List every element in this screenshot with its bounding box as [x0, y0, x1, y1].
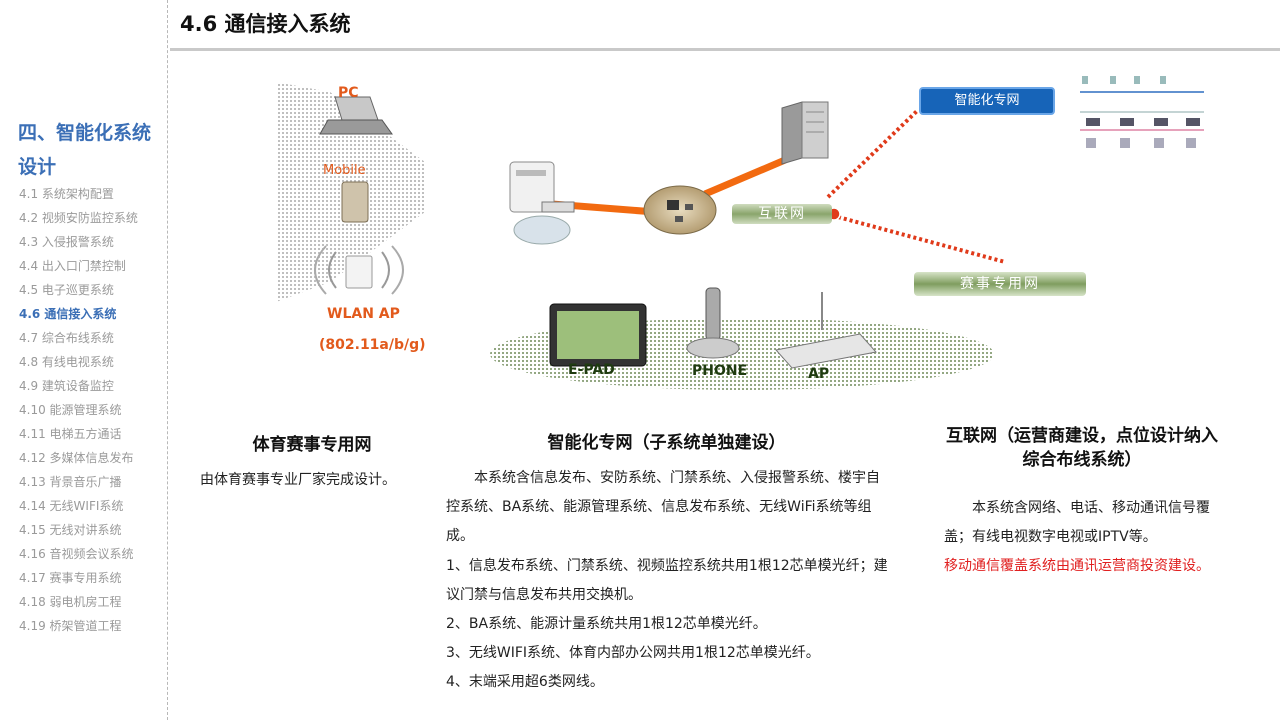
epad-icon [549, 303, 647, 367]
right-column-heading: 互联网（运营商建设，点位设计纳入综合布线系统） [946, 426, 1218, 470]
dotted-link [826, 108, 920, 199]
wlan-ap-label: WLAN AP [327, 306, 400, 322]
toc-item[interactable]: 4.17 赛事专用系统 [19, 571, 122, 585]
toc-item[interactable]: 4.15 无线对讲系统 [19, 523, 122, 537]
page-title: 4.6 通信接入系统 [180, 12, 351, 36]
toc-item[interactable]: 4.18 弱电机房工程 [19, 595, 122, 609]
toc-item[interactable]: 4.11 电梯五方通话 [19, 427, 122, 441]
toc-item[interactable]: 4.2 视频安防监控系统 [19, 211, 138, 225]
toc-list: 4.1 系统架构配置 4.2 视频安防监控系统 4.3 入侵报警系统 4.4 出… [19, 182, 138, 638]
toc-item[interactable]: 4.16 音视频会议系统 [19, 547, 134, 561]
dotted-link [837, 215, 1006, 264]
middle-item-2: 2、BA系统、能源计量系统共用1根12芯单模光纤。 [446, 616, 767, 633]
toc-item[interactable]: 4.12 多媒体信息发布 [19, 451, 134, 465]
left-column-text: 由体育赛事专业厂家完成设计。 [200, 472, 396, 488]
mobile-device-icon [341, 181, 369, 223]
toc-item[interactable]: 4.10 能源管理系统 [19, 403, 122, 417]
left-column-heading: 体育赛事专用网 [252, 435, 372, 455]
internet-pill: 互联网 [732, 204, 832, 224]
toc-item[interactable]: 4.8 有线电视系统 [19, 355, 114, 369]
middle-item-1: 1、信息发布系统、门禁系统、视频监控系统共用1根12芯单模光纤；建议门禁与信息发… [446, 557, 888, 603]
toc-item[interactable]: 4.7 综合布线系统 [19, 331, 114, 345]
right-column-note: 移动通信覆盖系统由通讯运营商投资建设。 [944, 558, 1210, 575]
topology-thumbnail [1076, 74, 1206, 156]
sidebar: 四、智能化系统设计 4.1 系统架构配置 4.2 视频安防监控系统 4.3 入侵… [0, 0, 168, 720]
toc-item[interactable]: 4.4 出入口门禁控制 [19, 259, 126, 273]
phone-icon [686, 287, 740, 359]
toc-item[interactable]: 4.19 桥架管道工程 [19, 619, 122, 633]
right-column-body: 本系统含网络、电话、移动通讯信号覆盖；有线电视数字电视或IPTV等。 移动通信覆… [944, 494, 1220, 582]
middle-column-body: 本系统含信息发布、安防系统、门禁系统、入侵报警系统、楼宇自控系统、BA系统、能源… [446, 464, 891, 698]
middle-item-4: 4、末端采用超6类网线。 [446, 674, 604, 691]
wlan-ap-icon [314, 245, 404, 295]
toc-item[interactable]: 4.9 建筑设备监控 [19, 379, 114, 393]
right-column-text: 本系统含网络、电话、移动通讯信号覆盖；有线电视数字电视或IPTV等。 [944, 500, 1210, 546]
epad-label: E-PAD [568, 362, 615, 378]
laptop-icon [319, 96, 393, 135]
middle-column-heading: 智能化专网（子系统单独建设） [547, 433, 786, 453]
toc-item[interactable]: 4.5 电子巡更系统 [19, 283, 114, 297]
network-hub-icon [643, 185, 717, 235]
event-network-pill: 赛事专用网 [914, 272, 1086, 296]
section-title: 四、智能化系统设计 [18, 122, 152, 178]
toc-item[interactable]: 4.1 系统架构配置 [19, 187, 114, 201]
server-icon [781, 101, 829, 165]
link-line [703, 156, 787, 198]
ap-label: AP [808, 366, 830, 382]
network-diagram: PC Mobile WLAN AP (802.11a/b/g) 智能化专网 互联… [170, 52, 1280, 412]
diagram-graphics [276, 74, 1206, 390]
router-icon [775, 292, 877, 369]
wlan-standard-label: (802.11a/b/g) [319, 337, 426, 353]
mobile-label: Mobile [323, 163, 366, 178]
smart-network-pill: 智能化专网 [919, 87, 1055, 115]
toc-item[interactable]: 4.3 入侵报警系统 [19, 235, 114, 249]
middle-item-3: 3、无线WIFI系统、体育内部办公网共用1根12芯单模光纤。 [446, 645, 820, 662]
middle-intro: 本系统含信息发布、安防系统、门禁系统、入侵报警系统、楼宇自控系统、BA系统、能源… [446, 470, 880, 545]
workstation-icon [509, 161, 575, 245]
pc-label: PC [338, 85, 359, 101]
title-divider [170, 48, 1280, 51]
toc-item[interactable]: 4.14 无线WIFI系统 [19, 499, 124, 513]
toc-item[interactable]: 4.13 背景音乐广播 [19, 475, 122, 489]
phone-label: PHONE [692, 363, 748, 379]
toc-item-active[interactable]: 4.6 通信接入系统 [19, 307, 117, 321]
